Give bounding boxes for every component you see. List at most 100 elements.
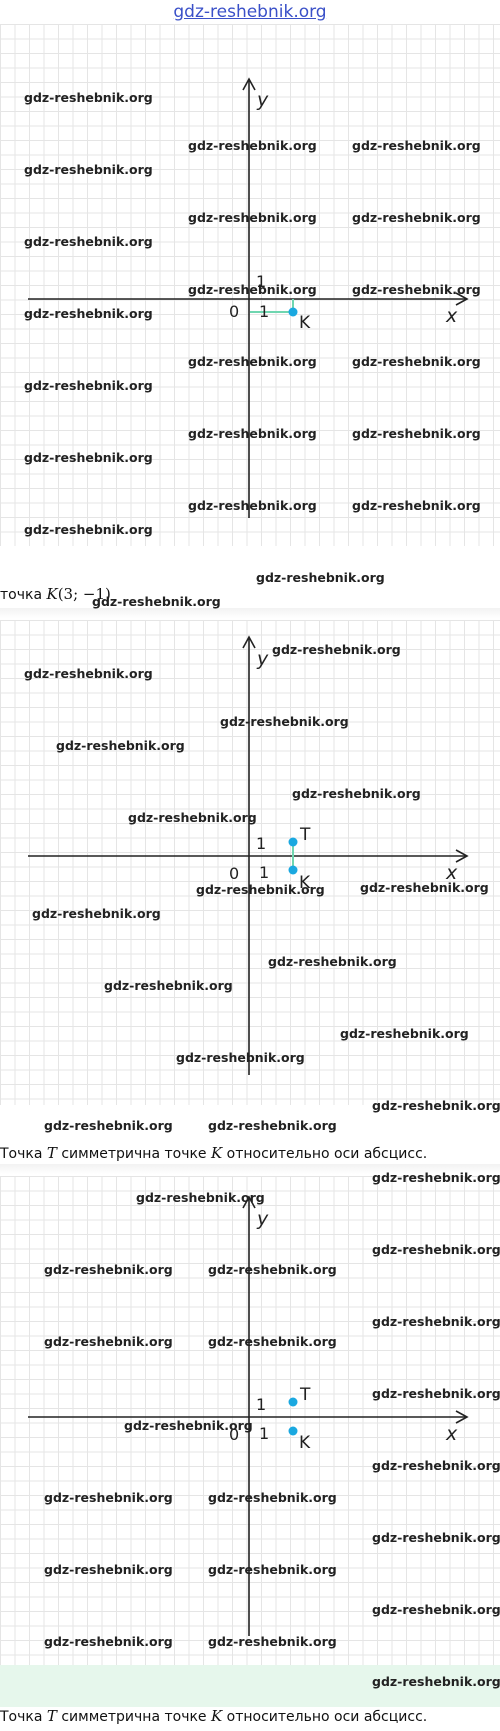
watermark: gdz-reshebnik.org	[340, 1026, 469, 1041]
section-divider-1	[0, 608, 500, 618]
point-K-label: K	[299, 873, 311, 893]
watermark: gdz-reshebnik.org	[24, 234, 153, 249]
watermark: gdz-reshebnik.org	[24, 378, 153, 393]
point-K-label: K	[299, 313, 311, 333]
caption-1: точка K(3; −1)	[0, 585, 111, 603]
unit-x-label: 1	[259, 302, 269, 321]
watermark: gdz-reshebnik.org	[220, 714, 349, 729]
point-K	[288, 865, 298, 875]
watermark: gdz-reshebnik.org	[208, 1118, 337, 1133]
watermark: gdz-reshebnik.org	[372, 1242, 500, 1257]
watermark: gdz-reshebnik.org	[56, 738, 185, 753]
point-T	[288, 1397, 298, 1407]
grid-panel-1: 0 1 1 K x y	[0, 24, 500, 546]
point-T-label: T	[299, 1385, 311, 1405]
coordinate-plane-1: 0 1 1 K x y	[28, 77, 469, 518]
watermark: gdz-reshebnik.org	[188, 138, 317, 153]
grid-panel-3: 0 1 1 T K x y	[0, 1176, 500, 1665]
watermark: gdz-reshebnik.org	[176, 1050, 305, 1065]
unit-y-label: 1	[256, 272, 266, 291]
x-axis-label: x	[445, 305, 458, 327]
watermark: gdz-reshebnik.org	[352, 210, 481, 225]
watermark: gdz-reshebnik.org	[128, 810, 257, 825]
x-axis-label: x	[445, 862, 458, 884]
caption-2: Точка T симметрична точке K относительно…	[0, 1144, 428, 1162]
watermark: gdz-reshebnik.org	[188, 282, 317, 297]
watermark: gdz-reshebnik.org	[372, 1602, 500, 1617]
x-axis-arrow	[455, 849, 469, 863]
watermark: gdz-reshebnik.org	[208, 1490, 337, 1505]
watermark: gdz-reshebnik.org	[360, 880, 489, 895]
y-axis-arrow	[242, 635, 256, 649]
watermark: gdz-reshebnik.org	[272, 642, 401, 657]
grid-panel-2: 0 1 1 T K x y	[0, 620, 500, 1105]
watermark: gdz-reshebnik.org	[44, 1562, 173, 1577]
y-axis-arrow	[242, 77, 256, 91]
point-K	[288, 307, 298, 317]
watermark: gdz-reshebnik.org	[292, 786, 421, 801]
watermark: gdz-reshebnik.org	[352, 138, 481, 153]
watermark: gdz-reshebnik.org	[44, 1634, 173, 1649]
origin-label: 0	[229, 302, 239, 321]
watermark: gdz-reshebnik.org	[44, 1118, 173, 1133]
watermark: gdz-reshebnik.org	[188, 354, 317, 369]
unit-y-label: 1	[256, 834, 266, 853]
x-axis-label: x	[445, 1423, 458, 1445]
unit-y-label: 1	[256, 1395, 266, 1414]
watermark: gdz-reshebnik.org	[352, 498, 481, 513]
point-K-label: K	[299, 1433, 311, 1453]
watermark: gdz-reshebnik.org	[188, 498, 317, 513]
y-axis-label: y	[256, 648, 269, 670]
x-axis-arrow	[455, 292, 469, 306]
coordinate-plane-3: 0 1 1 T K x y	[28, 1195, 469, 1636]
watermark: gdz-reshebnik.org	[372, 1314, 500, 1329]
caption-3: Точка T симметрична точке K относительно…	[0, 1707, 428, 1725]
watermark: gdz-reshebnik.org	[208, 1634, 337, 1649]
site-header-link[interactable]: gdz-reshebnik.org	[173, 2, 327, 22]
watermark: gdz-reshebnik.org	[208, 1334, 337, 1349]
unit-x-label: 1	[259, 1424, 269, 1443]
y-axis-label: y	[256, 1208, 269, 1230]
watermark: gdz-reshebnik.org	[352, 282, 481, 297]
watermark: gdz-reshebnik.org	[92, 594, 221, 609]
watermark: gdz-reshebnik.org	[44, 1262, 173, 1277]
watermark: gdz-reshebnik.org	[352, 426, 481, 441]
watermark: gdz-reshebnik.org	[372, 1170, 500, 1185]
y-axis-label: y	[256, 89, 269, 111]
watermark: gdz-reshebnik.org	[188, 426, 317, 441]
watermark: gdz-reshebnik.org	[372, 1098, 500, 1113]
x-axis-arrow	[455, 1410, 469, 1424]
y-axis-arrow	[242, 1195, 256, 1209]
watermark: gdz-reshebnik.org	[24, 666, 153, 681]
point-T-label: T	[299, 825, 311, 845]
watermark: gdz-reshebnik.org	[372, 1530, 500, 1545]
watermark: gdz-reshebnik.org	[256, 570, 385, 585]
watermark: gdz-reshebnik.org	[24, 450, 153, 465]
watermark: gdz-reshebnik.org	[136, 1190, 265, 1205]
watermark: gdz-reshebnik.org	[372, 1458, 500, 1473]
watermark: gdz-reshebnik.org	[44, 1334, 173, 1349]
bottom-highlight-band	[0, 1665, 500, 1707]
watermark: gdz-reshebnik.org	[24, 162, 153, 177]
watermark: gdz-reshebnik.org	[208, 1562, 337, 1577]
watermark: gdz-reshebnik.org	[372, 1386, 500, 1401]
watermark: gdz-reshebnik.org	[372, 1674, 500, 1689]
watermark: gdz-reshebnik.org	[124, 1418, 253, 1433]
watermark: gdz-reshebnik.org	[24, 306, 153, 321]
origin-label: 0	[229, 864, 239, 883]
watermark: gdz-reshebnik.org	[352, 354, 481, 369]
watermark: gdz-reshebnik.org	[104, 978, 233, 993]
watermark: gdz-reshebnik.org	[44, 1490, 173, 1505]
point-K	[288, 1426, 298, 1436]
watermark: gdz-reshebnik.org	[208, 1262, 337, 1277]
point-T	[288, 837, 298, 847]
unit-x-label: 1	[259, 863, 269, 882]
watermark: gdz-reshebnik.org	[268, 954, 397, 969]
watermark: gdz-reshebnik.org	[188, 210, 317, 225]
section-divider-2	[0, 1164, 500, 1174]
watermark: gdz-reshebnik.org	[196, 882, 325, 897]
watermark: gdz-reshebnik.org	[24, 90, 153, 105]
watermark: gdz-reshebnik.org	[24, 522, 153, 537]
coordinate-plane-2: 0 1 1 T K x y	[28, 635, 469, 1075]
watermark: gdz-reshebnik.org	[32, 906, 161, 921]
